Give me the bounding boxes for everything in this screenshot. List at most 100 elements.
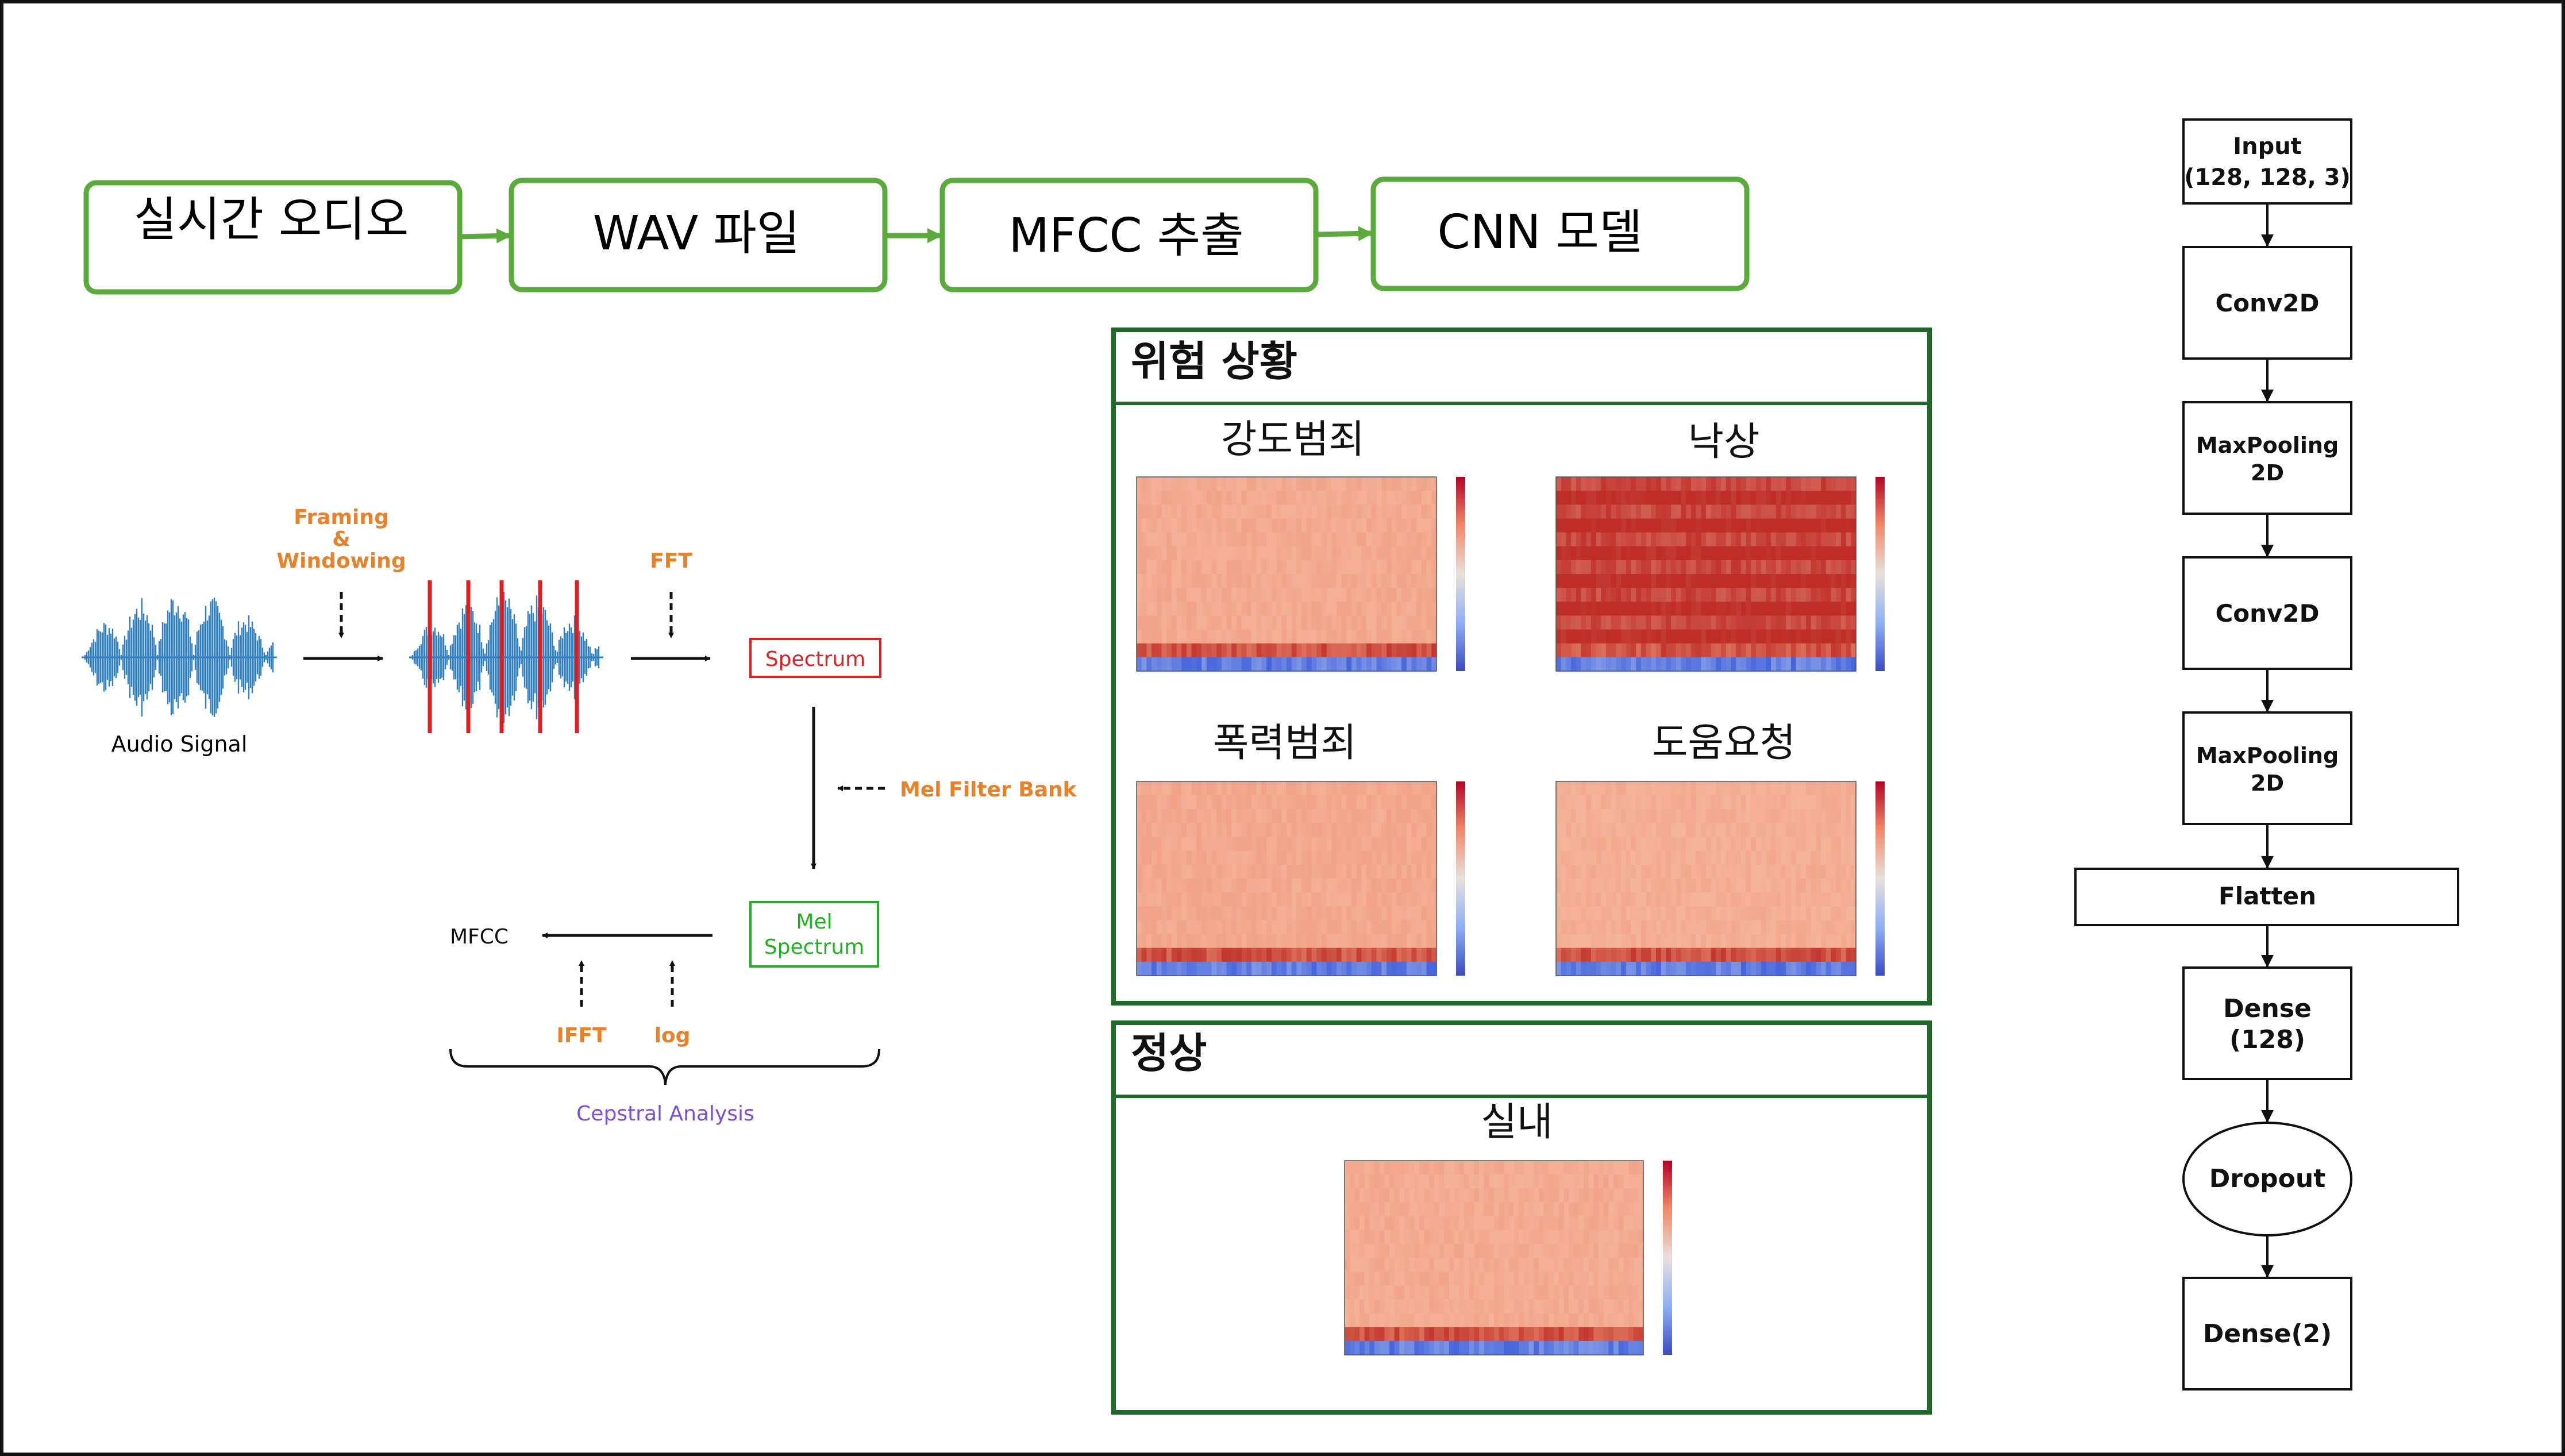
spectrogram-cell	[1631, 518, 1636, 533]
spectrogram-cell	[1831, 518, 1836, 533]
spectrogram-cell	[1494, 1174, 1500, 1189]
spectrogram-cell	[1556, 934, 1562, 949]
spectrogram-cell	[1489, 1341, 1495, 1355]
spectrogram-cell	[1354, 1341, 1360, 1355]
spectrogram-cell	[1369, 1243, 1375, 1258]
spectrogram-cell	[1391, 546, 1397, 561]
spectrogram-cell	[1321, 602, 1327, 617]
spectrogram-cell	[1566, 961, 1572, 976]
spectrogram-cell	[1766, 629, 1771, 644]
spectrogram-cell	[1721, 602, 1727, 617]
spectrogram-cell	[1528, 1299, 1534, 1314]
spectrogram-cell	[1241, 615, 1247, 630]
spectrogram-cell	[1449, 1313, 1455, 1328]
spectrogram-cell	[1337, 574, 1342, 588]
spectrogram-cell	[1561, 781, 1566, 796]
spectrogram-cell	[1141, 947, 1147, 962]
spectrogram-cell	[1449, 1216, 1455, 1231]
spectrogram-cell	[1321, 504, 1327, 519]
spectrogram-cell	[1216, 546, 1222, 561]
spectrogram-cell	[1161, 574, 1167, 588]
spectrogram-cell	[1636, 477, 1642, 491]
spectrogram-cell	[1161, 934, 1167, 949]
spectrogram-cell	[1790, 657, 1797, 672]
spectrogram-cell	[1596, 629, 1601, 644]
spectrogram-cell	[1256, 850, 1262, 865]
spectrogram-cell	[1751, 504, 1757, 519]
spectrogram-cell	[1256, 629, 1262, 644]
spectrogram-cell	[1601, 920, 1607, 935]
spectrogram-cell	[1686, 477, 1692, 491]
spectrogram-cell	[1671, 823, 1677, 838]
spectrogram-cell	[1621, 546, 1627, 561]
spectrogram-cell	[1296, 837, 1302, 852]
spectrogram-cell	[1781, 560, 1786, 575]
spectrogram-cell	[1771, 781, 1777, 796]
spectrogram-cell	[1761, 961, 1766, 976]
spectrogram-cell	[1571, 560, 1577, 575]
spectrogram-cell	[1196, 864, 1202, 879]
spectrogram-cell	[1571, 947, 1577, 962]
spectrogram-cell	[1606, 477, 1612, 491]
spectrogram-cell	[1361, 560, 1367, 575]
spectrogram-cell	[1374, 1188, 1380, 1203]
spectrogram-cell	[1628, 1341, 1634, 1355]
spectrogram-cell	[1821, 920, 1827, 935]
spectrogram-cell	[1781, 477, 1786, 491]
spectrogram-cell	[1176, 615, 1182, 630]
spectrogram-cell	[1146, 795, 1152, 810]
spectrogram-cell	[1599, 1299, 1604, 1314]
spectrogram-cell	[1646, 837, 1651, 852]
spectrogram-cell	[1771, 504, 1777, 519]
spectrogram-cell	[1276, 629, 1282, 644]
spectrogram-cell	[1690, 504, 1697, 519]
spectrogram-cell	[1494, 1202, 1500, 1217]
spectrogram-cell	[1786, 837, 1792, 852]
log-label: log	[654, 1024, 691, 1047]
spectrogram-cell	[1494, 1258, 1500, 1272]
spectrogram-cell	[1216, 588, 1222, 602]
spectrogram-cell	[1781, 588, 1786, 602]
spectrogram-cell	[1296, 629, 1302, 644]
layer-dropout-label: Dropout	[2209, 1164, 2326, 1193]
spectrogram-cell	[1287, 809, 1292, 824]
spectrogram-cell	[1296, 546, 1302, 561]
spectrogram-cell	[1261, 546, 1267, 561]
spectrogram-cell	[1811, 934, 1816, 949]
spectrogram-cell	[1566, 892, 1572, 907]
spectrogram-cell	[1731, 560, 1736, 575]
spectrogram-cell	[1836, 781, 1842, 796]
spectrogram-cell	[1346, 532, 1352, 547]
spectrogram-cell	[1449, 1202, 1455, 1217]
spectrogram-cell	[1141, 850, 1147, 865]
spectrogram-cell	[1656, 864, 1662, 879]
spectrogram-cell	[1196, 809, 1202, 824]
spectrogram-cell	[1618, 1243, 1624, 1258]
spectrogram-cell	[1141, 560, 1147, 575]
spectrogram-cell	[1811, 837, 1816, 852]
spectrogram-cell	[1846, 864, 1851, 879]
spectrogram-cell	[1211, 892, 1217, 907]
spectrogram-cell	[1206, 491, 1212, 505]
spectrogram-cell	[1603, 1285, 1609, 1300]
spectrogram-cell	[1761, 934, 1766, 949]
spectrogram-cell	[1816, 864, 1821, 879]
spectrogram-cell	[1821, 657, 1827, 672]
spectrogram-cell	[1661, 615, 1666, 630]
spectrogram-cell	[1646, 560, 1651, 575]
spectrogram-cell	[1301, 546, 1307, 561]
spectrogram-cell	[1801, 615, 1807, 630]
spectrogram-cell	[1137, 491, 1142, 505]
spectrogram-cell	[1419, 1243, 1425, 1258]
spectrogram-cell	[1801, 560, 1807, 575]
spectrogram-cell	[1464, 1216, 1470, 1231]
spectrogram-cell	[1345, 1188, 1350, 1203]
spectrogram-cell	[1331, 892, 1337, 907]
spectrogram-cell	[1376, 823, 1382, 838]
spectrogram-cell	[1187, 491, 1192, 505]
spectrogram-cell	[1751, 574, 1757, 588]
spectrogram-cell	[1211, 588, 1217, 602]
spectrogram-cell	[1366, 864, 1372, 879]
spectrogram-cell	[1651, 920, 1657, 935]
